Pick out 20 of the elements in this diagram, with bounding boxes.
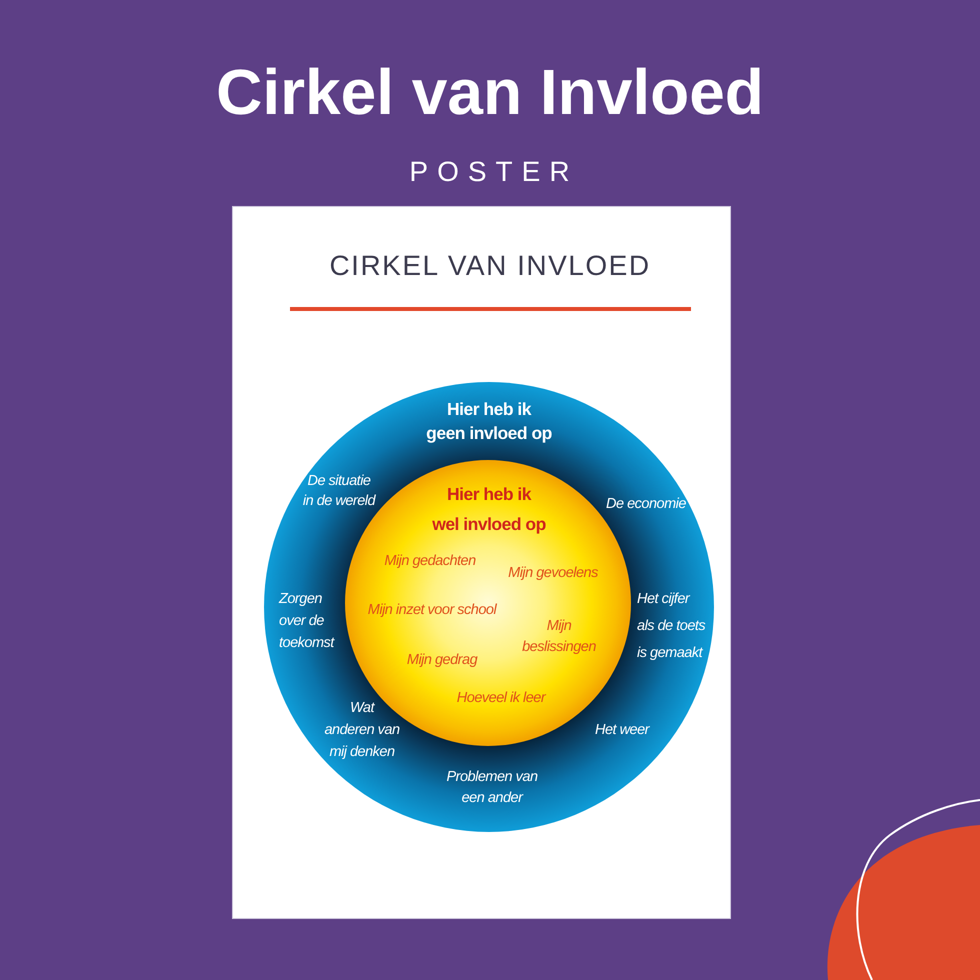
poster-title: CIRKEL VAN INVLOED: [329, 249, 651, 283]
ring-label: Wat anderen van mij denken: [324, 699, 400, 762]
ring-label: Problemen van een ander: [446, 768, 538, 808]
circle-label: Mijn gedrag: [406, 651, 478, 670]
ring-label: De situatie in de wereld: [302, 472, 376, 511]
circle-label: Mijn gevoelens: [508, 564, 598, 583]
circle-label: Mijn gedachten: [384, 552, 476, 571]
page-title: Cirkel van Invloed: [216, 57, 764, 127]
subtitle: POSTER: [409, 156, 579, 188]
outer-circle: [264, 382, 714, 832]
circle-label: Mijn inzet voor school: [368, 601, 496, 620]
ring-label: Zorgen over de toekomst: [279, 590, 334, 653]
ring-label: Het weer: [594, 721, 650, 740]
ring-heading: Hier heb ik geen invloed op: [426, 398, 552, 445]
circle-label: Mijn beslissingen: [522, 617, 596, 657]
circle-label: Hoeveel ik leer: [456, 689, 546, 708]
ring-label: Het cijfer als de toets is gemaakt: [637, 590, 706, 663]
ring-label: De economie: [606, 495, 686, 514]
circle-heading: Hier heb ik wel invloed op: [432, 483, 546, 536]
poster-page: [232, 206, 731, 919]
